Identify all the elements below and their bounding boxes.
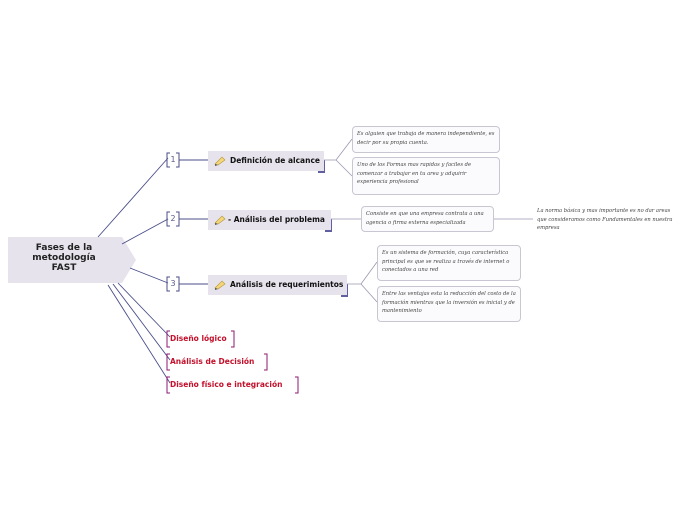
note-scope-1[interactable]: Es alguien que trabaja de manera indepen… (352, 126, 500, 153)
note-problem-1[interactable]: Consiste en que una empresa contrata a u… (361, 206, 494, 232)
external-topic-diseno-logico[interactable]: Diseño lógico (170, 334, 227, 343)
note-scope-2[interactable]: Uno de los Formas mas rapidas y faciles … (352, 157, 500, 195)
topic-label: Análisis de requerimientos (230, 280, 344, 289)
note-problem-2[interactable]: La norma básica y mas importante es no d… (537, 208, 673, 232)
topic-label: Definición de alcance (230, 156, 320, 165)
topic-number-1: 1 (170, 155, 176, 164)
pencil-icon (214, 280, 226, 290)
external-brackets (166, 330, 299, 394)
root-topic-shape[interactable] (8, 237, 136, 283)
topic-label: - Análisis del problema (228, 215, 325, 224)
topic-number-2: 2 (170, 214, 176, 223)
external-topic-diseno-fisico[interactable]: Diseño físico e integración (170, 380, 283, 389)
note-req-2[interactable]: Entre las ventajas esta la reducción del… (377, 286, 521, 322)
topic-analisis-problema[interactable]: - Análisis del problema (208, 210, 331, 230)
external-topic-analisis-decision[interactable]: Análisis de Decisión (170, 357, 255, 366)
root-title-line: metodología (32, 253, 96, 263)
root-title-line: Fases de la (35, 243, 93, 253)
root-connectors (97, 157, 171, 384)
root-topic-title[interactable]: Fases de la metodología FAST (14, 243, 114, 273)
topic-number-3: 3 (170, 279, 176, 288)
root-title-line: FAST (51, 263, 77, 273)
note-req-1[interactable]: Es un sistema de formación, cuya caracte… (377, 245, 521, 281)
pencil-icon (214, 156, 226, 166)
topic-right-brackets (318, 160, 348, 297)
topic-definicion-alcance[interactable]: Definición de alcance (208, 151, 324, 171)
topic-analisis-requerimientos[interactable]: Análisis de requerimientos (208, 275, 347, 295)
number-topic-connectors (179, 159, 208, 285)
note-connectors (324, 138, 533, 303)
pencil-icon (214, 215, 226, 225)
